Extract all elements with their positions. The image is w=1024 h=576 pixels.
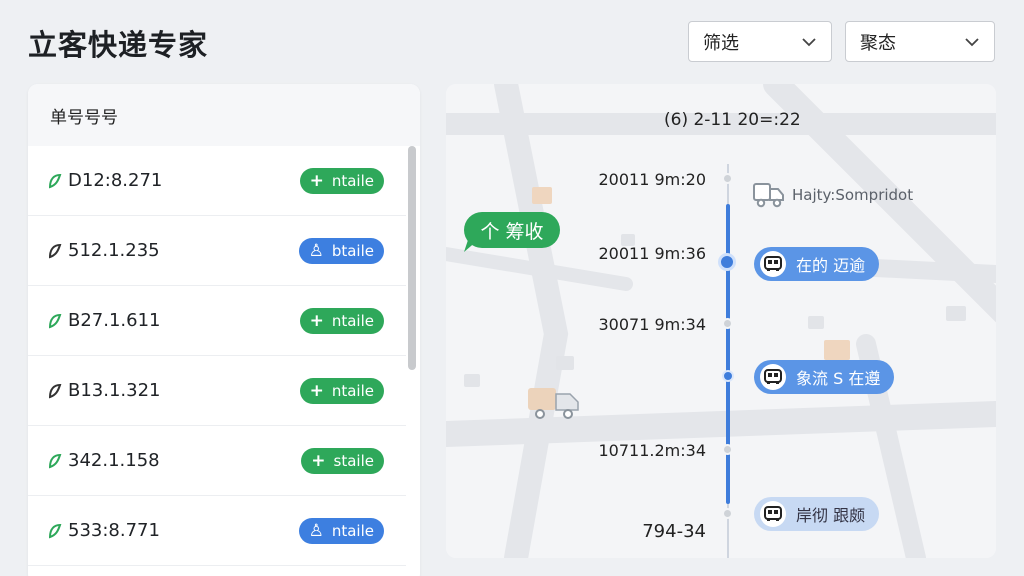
order-number: 512.1.235 bbox=[68, 240, 160, 261]
order-number: B13.1.321 bbox=[68, 380, 161, 401]
order-number: B27.1.611 bbox=[68, 310, 161, 331]
status-badge[interactable]: ♙ ntaile bbox=[298, 517, 384, 544]
order-list-scrollbar[interactable] bbox=[408, 146, 416, 576]
order-row[interactable]: B27.1.611 + ntaile bbox=[28, 286, 406, 356]
timeline-dot bbox=[722, 508, 733, 519]
order-list-header: 单号号号 bbox=[28, 84, 420, 146]
timeline-time: 20011 9m:36 bbox=[598, 244, 707, 263]
plus-icon: + bbox=[311, 450, 326, 471]
timeline-dot bbox=[722, 444, 733, 455]
order-list-panel: 单号号号 D12:8.271 + ntaile 512.1.235 ♙ btai… bbox=[28, 84, 420, 576]
order-number: 533:8.771 bbox=[68, 520, 160, 541]
bus-icon bbox=[760, 364, 786, 390]
leaf-icon bbox=[48, 523, 62, 538]
status-dropdown[interactable]: 聚态 bbox=[845, 21, 995, 62]
filter-dropdown[interactable]: 筛选 bbox=[688, 21, 832, 62]
pickup-status-bubble[interactable]: 个 筹收 bbox=[464, 212, 560, 248]
status-badge[interactable]: + ntaile bbox=[299, 167, 384, 194]
timeline-event[interactable]: 在的 迈逾 bbox=[754, 247, 880, 281]
status-badge[interactable]: + ntaile bbox=[299, 377, 384, 404]
truck-icon bbox=[753, 183, 784, 208]
timeline-dot bbox=[722, 173, 733, 184]
status-dropdown-label: 聚态 bbox=[860, 32, 896, 54]
plus-icon: + bbox=[309, 170, 324, 191]
chevron-down-icon bbox=[802, 37, 816, 46]
timeline-header: (6) 2-11 20=:22 bbox=[664, 110, 801, 130]
plus-icon: + bbox=[309, 310, 324, 331]
order-row[interactable]: 342.1.158 + staile bbox=[28, 426, 406, 496]
package-icon bbox=[532, 187, 850, 360]
bubble-tail bbox=[464, 240, 478, 252]
leaf-icon bbox=[48, 243, 62, 258]
order-number: 342.1.158 bbox=[68, 450, 160, 471]
leaf-icon bbox=[48, 173, 62, 188]
person-icon: ♙ bbox=[308, 240, 324, 261]
order-row[interactable]: D12:8.271 + ntaile bbox=[28, 146, 406, 216]
timeline-event-plain: Hajty:Sompridot bbox=[752, 180, 913, 210]
leaf-icon bbox=[48, 383, 62, 398]
truck-icon bbox=[528, 388, 579, 419]
leaf-icon bbox=[48, 313, 62, 328]
leaf-icon bbox=[48, 453, 62, 468]
order-row[interactable]: B13.1.321 + ntaile bbox=[28, 356, 406, 426]
timeline-dot bbox=[722, 318, 733, 329]
filter-dropdown-label: 筛选 bbox=[703, 32, 739, 54]
status-badge[interactable]: ♙ btaile bbox=[298, 237, 384, 264]
bus-icon bbox=[760, 251, 786, 277]
timeline-dot-active bbox=[718, 253, 736, 271]
timeline-progress bbox=[726, 204, 730, 504]
timeline-dot bbox=[722, 370, 734, 382]
person-icon: ♙ bbox=[308, 520, 324, 541]
order-row[interactable]: 533:8.771 ♙ ntaile bbox=[28, 496, 406, 566]
bus-icon bbox=[760, 501, 786, 527]
order-row[interactable]: 512.1.235 ♙ btaile bbox=[28, 216, 406, 286]
status-badge[interactable]: + ntaile bbox=[299, 307, 384, 334]
scrollbar-thumb[interactable] bbox=[408, 146, 416, 370]
timeline-time: 20011 9m:20 bbox=[598, 170, 707, 189]
timeline-event[interactable]: 岸彻 跟颇 bbox=[754, 497, 880, 531]
order-list: D12:8.271 + ntaile 512.1.235 ♙ btaile B2… bbox=[28, 146, 406, 566]
map-background bbox=[446, 84, 996, 558]
tracking-map-panel: 个 筹收 (6) 2-11 20=:22 20011 9m:20 Hajty:S… bbox=[446, 84, 996, 558]
timeline-event[interactable]: 象流 S 在遵 bbox=[754, 360, 895, 394]
status-badge[interactable]: + staile bbox=[301, 447, 384, 474]
plus-icon: + bbox=[309, 380, 324, 401]
timeline-time: 794-34 bbox=[642, 521, 706, 542]
app-title: 立客快递专家 bbox=[28, 28, 209, 62]
timeline-time: 10711.2m:34 bbox=[598, 441, 707, 460]
order-number: D12:8.271 bbox=[68, 170, 163, 191]
chevron-down-icon bbox=[965, 37, 979, 46]
timeline-time: 30071 9m:34 bbox=[598, 315, 707, 334]
